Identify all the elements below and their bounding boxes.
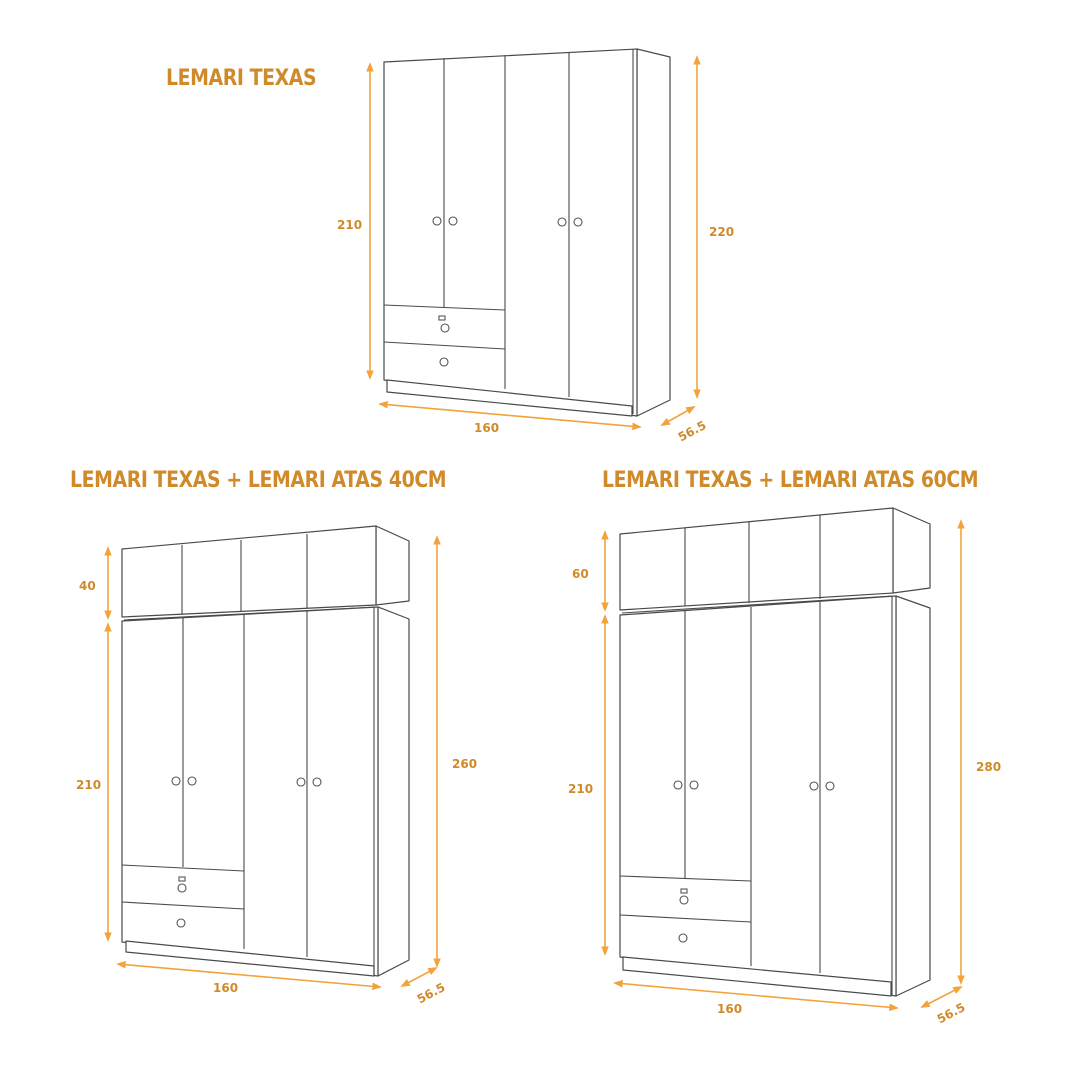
dim-width: 160 bbox=[717, 1002, 742, 1016]
title-lemari-texas: LEMARI TEXAS bbox=[166, 66, 317, 91]
dim-body-height: 210 bbox=[568, 782, 593, 796]
knob-icon bbox=[439, 357, 449, 367]
dim-depth: 56.5 bbox=[676, 418, 709, 444]
top-cabinet bbox=[121, 525, 377, 618]
dim-top-height: 60 bbox=[572, 567, 589, 581]
dim-total-height: 220 bbox=[709, 225, 734, 239]
dim-body-height: 210 bbox=[76, 778, 101, 792]
knob-icon bbox=[573, 217, 583, 227]
dim-total-height: 260 bbox=[452, 757, 477, 771]
dim-width: 160 bbox=[213, 981, 238, 995]
knob-icon bbox=[432, 216, 442, 226]
dim-total-height: 280 bbox=[976, 760, 1001, 774]
dim-depth: 56.5 bbox=[935, 1000, 968, 1026]
front-panel bbox=[383, 48, 638, 417]
knob-icon bbox=[557, 217, 567, 227]
front-panel bbox=[121, 606, 379, 977]
dim-depth: 56.5 bbox=[415, 980, 448, 1006]
title-lemari-texas-atas-40: LEMARI TEXAS + LEMARI ATAS 40CM bbox=[70, 468, 447, 493]
wardrobe-texas: 210 220 160 56.5 bbox=[337, 48, 734, 444]
wardrobe-texas-atas-40: 40 210 260 160 56.5 bbox=[76, 525, 477, 1006]
title-lemari-texas-atas-60: LEMARI TEXAS + LEMARI ATAS 60CM bbox=[602, 468, 979, 493]
knob-icon bbox=[448, 216, 458, 226]
wardrobe-texas-atas-60: 60 210 280 160 56.5 bbox=[568, 507, 1001, 1026]
knob-icon bbox=[440, 323, 450, 333]
front-panel bbox=[619, 595, 897, 997]
dim-width: 160 bbox=[474, 421, 499, 435]
dim-top-height: 40 bbox=[79, 579, 96, 593]
side-panel bbox=[636, 48, 671, 417]
lock-icon bbox=[438, 315, 446, 321]
top-cabinet bbox=[619, 507, 894, 611]
dim-body-height: 210 bbox=[337, 218, 362, 232]
